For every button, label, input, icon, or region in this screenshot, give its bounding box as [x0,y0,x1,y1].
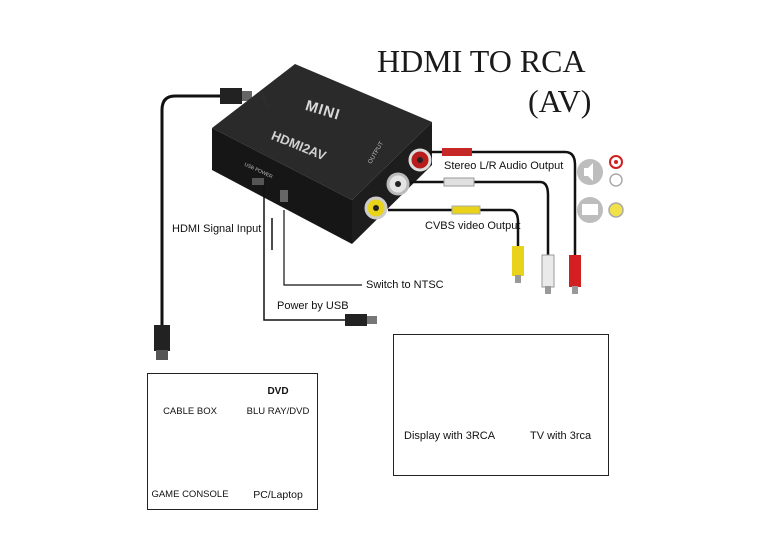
hdmi-input-label: HDMI Signal Input [172,223,262,235]
converter-device [212,64,432,244]
hdmi-bottom-connector [154,325,170,351]
usb-power-label: Power by USB [277,300,349,312]
source-cable-box: CABLE BOX [163,406,217,417]
source-game-console: GAME CONSOLE [151,489,229,500]
usb-cable [263,186,345,321]
usb-port [252,178,264,185]
source-blu-ray: BLU RAY/DVD [246,406,310,417]
red-cable [430,150,577,258]
white-cable [410,180,550,258]
cvbs-video-label: CVBS video Output [425,220,521,232]
ntsc-switch-label: Switch to NTSC [366,279,444,291]
display-devices-box [393,334,609,476]
yellow-cable [388,208,520,248]
source-pc-laptop: PC/Laptop [253,489,303,501]
tv-3rca: TV with 3rca [530,430,592,442]
title-line-1: HDMI TO RCA [377,43,586,79]
dvd-badge-text: DVD [267,386,289,397]
title-line-2: (AV) [528,83,592,119]
hdmi-cable [160,94,225,330]
stereo-audio-label: Stereo L/R Audio Output [444,160,564,172]
source-devices-box [147,373,318,510]
ntsc-switch [280,190,288,202]
display-3rca: Display with 3RCA [404,430,496,442]
hdmi-top-connector [220,88,242,104]
ntsc-leader [283,210,362,286]
